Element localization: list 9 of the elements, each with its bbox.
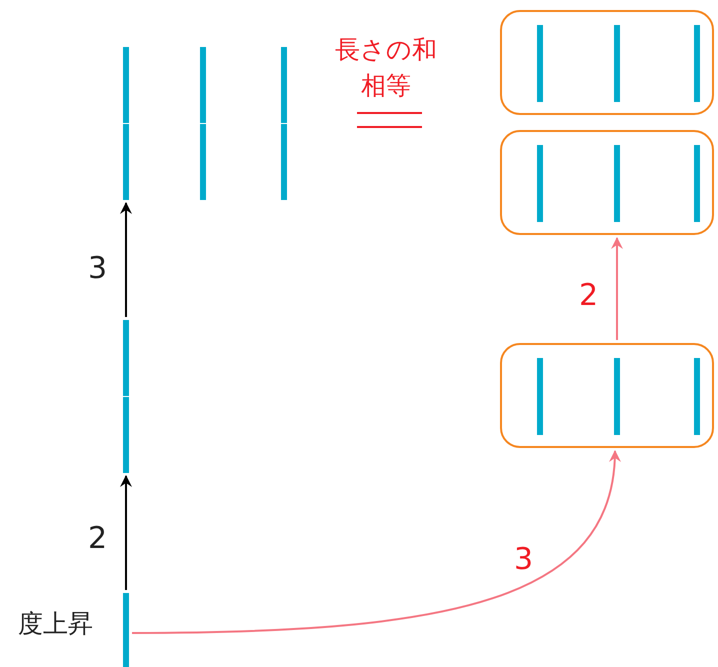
note-text: 長さの和相等 — [334, 34, 438, 102]
rounded-box — [500, 10, 714, 115]
arrow — [611, 237, 623, 340]
arrow — [132, 450, 620, 634]
arrow — [120, 475, 132, 590]
rounded-box — [500, 130, 714, 235]
arrow — [120, 202, 132, 317]
rounded-box — [500, 343, 714, 448]
caption-text: 度上昇 — [18, 608, 93, 640]
